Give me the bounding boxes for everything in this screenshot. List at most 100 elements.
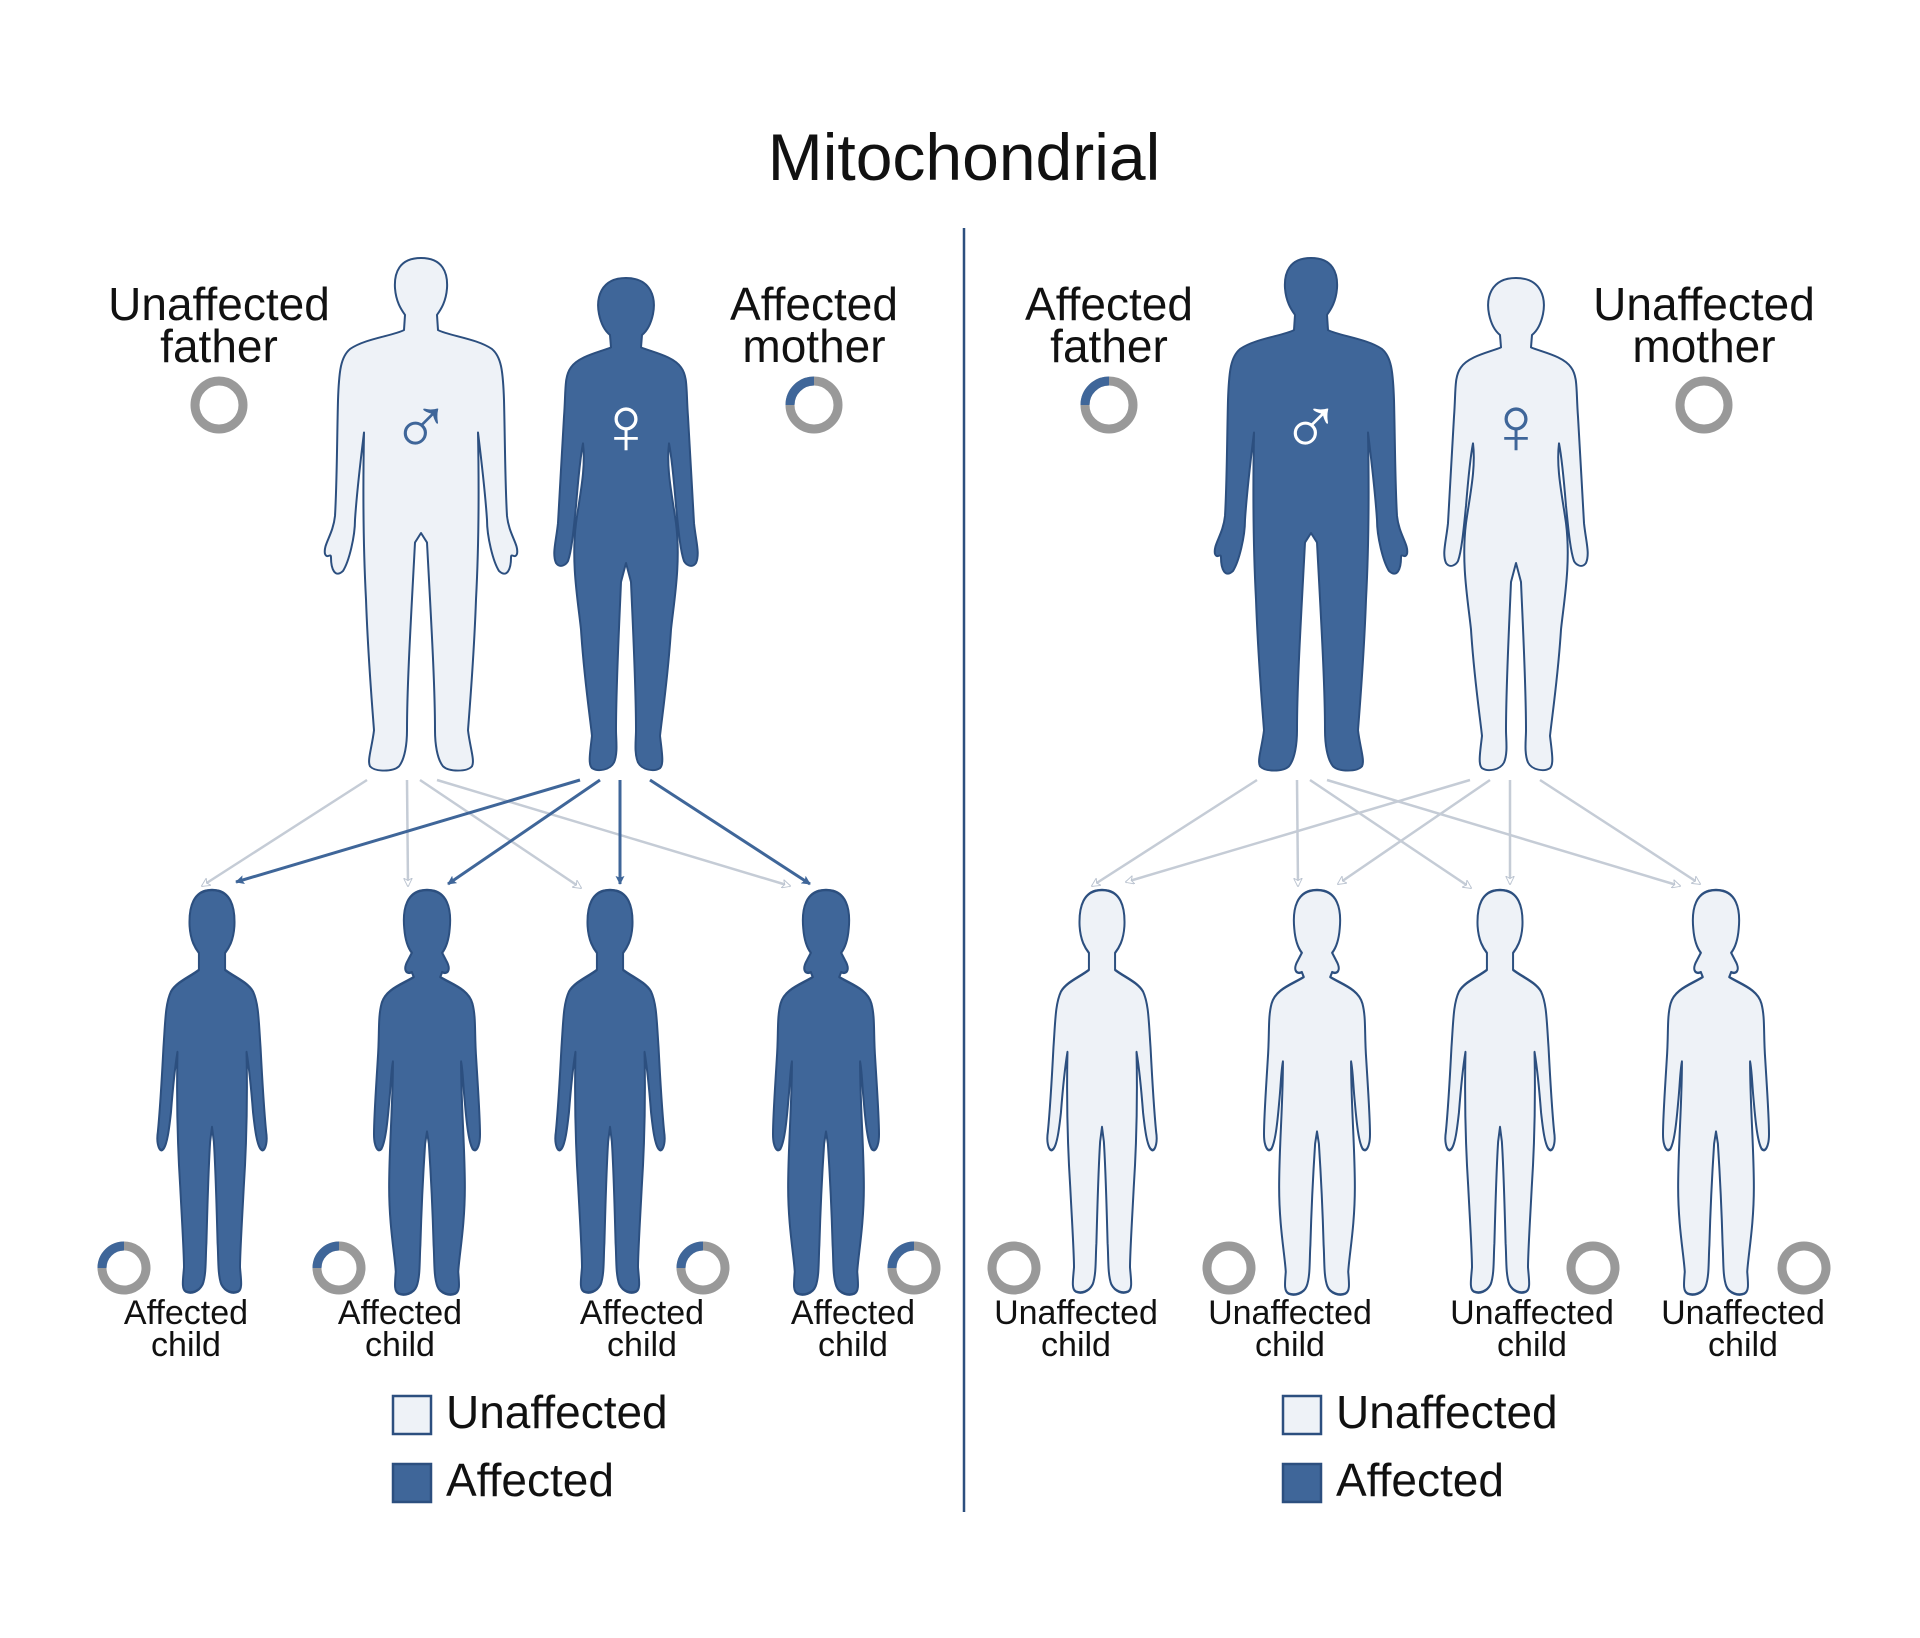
child-figure-4: [1661, 888, 1771, 1296]
mother-mtdna-ring-icon-affected-arc: [785, 376, 815, 406]
father-arrow-2: [407, 779, 408, 886]
child-mtdna-ring-icon-2-affected-arc: [312, 1241, 340, 1269]
child-figure-1-silhouette: [1046, 888, 1158, 1294]
child-label-1-line2: child: [1041, 1326, 1111, 1364]
child-figure-1-silhouette: [156, 888, 268, 1294]
father-arrow-3: [1309, 778, 1471, 888]
legend-label-affected: Affected: [1336, 1454, 1504, 1506]
father-mtdna-ring-icon: [190, 376, 248, 434]
child-label-1-line1: Affected: [124, 1294, 248, 1332]
child-mtdna-ring-icon-2-track: [1202, 1241, 1256, 1295]
child-mtdna-ring-icon-3: [676, 1241, 730, 1295]
child-mtdna-ring-icon-1-track: [987, 1241, 1041, 1295]
father-arrow-1: [1092, 778, 1258, 888]
child-label-4-line2: child: [818, 1326, 888, 1364]
father-mtdna-ring-icon-affected-arc: [1080, 376, 1110, 406]
child-figure-2: [1262, 888, 1372, 1296]
child-figure-1: [156, 888, 268, 1294]
father-label-line1: Unaffected: [108, 278, 330, 330]
father-mtdna-ring-icon-track: [190, 376, 248, 434]
father-figure-silhouette: [323, 257, 519, 772]
father-arrow-2: [1297, 779, 1298, 886]
child-label-2-line2: child: [1255, 1326, 1325, 1364]
legend-label-unaffected: Unaffected: [1336, 1386, 1558, 1438]
child-figure-3: [1444, 888, 1556, 1294]
father-label-line2: father: [1050, 320, 1168, 372]
mother-label-line2: mother: [1632, 320, 1775, 372]
father-arrow-3: [419, 778, 581, 888]
child-figure-4: [771, 888, 881, 1296]
mother-label-line1: Affected: [730, 278, 898, 330]
female-symbol-icon: ♀: [1485, 381, 1547, 472]
father-arrow-4: [436, 778, 790, 886]
father-arrow-1: [202, 778, 368, 888]
female-symbol-icon: ♀: [595, 381, 657, 472]
father-mtdna-ring-icon: [1080, 376, 1138, 434]
child-figure-3-silhouette: [554, 888, 666, 1294]
father-figure: [1213, 257, 1409, 772]
child-label-3-line1: Unaffected: [1450, 1294, 1614, 1332]
mother-arrow-1: [1126, 778, 1471, 882]
mother-arrow-1: [235, 778, 581, 885]
child-mtdna-ring-icon-4-track: [1777, 1241, 1831, 1295]
child-label-4-line2: child: [1708, 1326, 1778, 1364]
father-arrow-4: [1326, 778, 1680, 886]
legend-label-affected: Affected: [446, 1454, 614, 1506]
child-figure-2-silhouette: [1262, 888, 1372, 1296]
mother-mtdna-ring-icon: [1675, 376, 1733, 434]
legend-swatch-affected: [1281, 1462, 1323, 1504]
child-mtdna-ring-icon-3-track: [1566, 1241, 1620, 1295]
mother-figure-silhouette: [1443, 277, 1589, 772]
legend-label-unaffected: Unaffected: [446, 1386, 668, 1438]
father-label-line2: father: [160, 320, 278, 372]
child-figure-4-silhouette: [771, 888, 881, 1296]
child-mtdna-ring-icon-1: [97, 1241, 151, 1295]
legend-swatch-unaffected: [1281, 1394, 1323, 1436]
child-label-3-line2: child: [1497, 1326, 1567, 1364]
mother-label-line1: Unaffected: [1593, 278, 1815, 330]
mother-arrow-4: [649, 778, 811, 886]
child-figure-3-silhouette: [1444, 888, 1556, 1294]
child-label-2-line1: Affected: [338, 1294, 462, 1332]
child-mtdna-ring-icon-4: [887, 1241, 941, 1295]
page-title: Mitochondrial: [768, 120, 1161, 194]
right-panel: ♂♀AffectedfatherUnaffectedmotherUnaffect…: [987, 257, 1831, 1506]
child-figure-4-silhouette: [1661, 888, 1771, 1296]
child-mtdna-ring-icon-1-affected-arc: [97, 1241, 125, 1269]
mother-arrow-2: [447, 778, 601, 886]
mother-arrow-4: [1539, 778, 1700, 886]
mother-arrow-2: [1338, 778, 1491, 884]
child-mtdna-ring-icon-3: [1566, 1241, 1620, 1295]
child-label-3-line2: child: [607, 1326, 677, 1364]
father-figure-silhouette: [1213, 257, 1409, 772]
child-mtdna-ring-icon-1: [987, 1241, 1041, 1295]
legend-swatch-affected: [391, 1462, 433, 1504]
child-label-1-line2: child: [151, 1326, 221, 1364]
child-mtdna-ring-icon-4: [1777, 1241, 1831, 1295]
child-label-3-line1: Affected: [580, 1294, 704, 1332]
mother-figure: [553, 277, 699, 772]
child-mtdna-ring-icon-4-affected-arc: [887, 1241, 915, 1269]
child-label-1-line1: Unaffected: [994, 1294, 1158, 1332]
child-label-4-line1: Affected: [791, 1294, 915, 1332]
mother-label-line2: mother: [742, 320, 885, 372]
father-label-line1: Affected: [1025, 278, 1193, 330]
child-figure-3: [554, 888, 666, 1294]
child-mtdna-ring-icon-2: [312, 1241, 366, 1295]
mother-mtdna-ring-icon-track: [1675, 376, 1733, 434]
mother-figure-silhouette: [553, 277, 699, 772]
child-figure-2: [372, 888, 482, 1296]
child-label-2-line1: Unaffected: [1208, 1294, 1372, 1332]
male-symbol-icon: ♂: [390, 379, 452, 470]
father-figure: [323, 257, 519, 772]
child-mtdna-ring-icon-3-affected-arc: [676, 1241, 704, 1269]
male-symbol-icon: ♂: [1280, 379, 1342, 470]
child-mtdna-ring-icon-2: [1202, 1241, 1256, 1295]
child-label-2-line2: child: [365, 1326, 435, 1364]
child-figure-1: [1046, 888, 1158, 1294]
mother-figure: [1443, 277, 1589, 772]
child-label-4-line1: Unaffected: [1661, 1294, 1825, 1332]
mother-mtdna-ring-icon: [785, 376, 843, 434]
left-panel: ♂♀UnaffectedfatherAffectedmotherAffected…: [97, 257, 941, 1506]
